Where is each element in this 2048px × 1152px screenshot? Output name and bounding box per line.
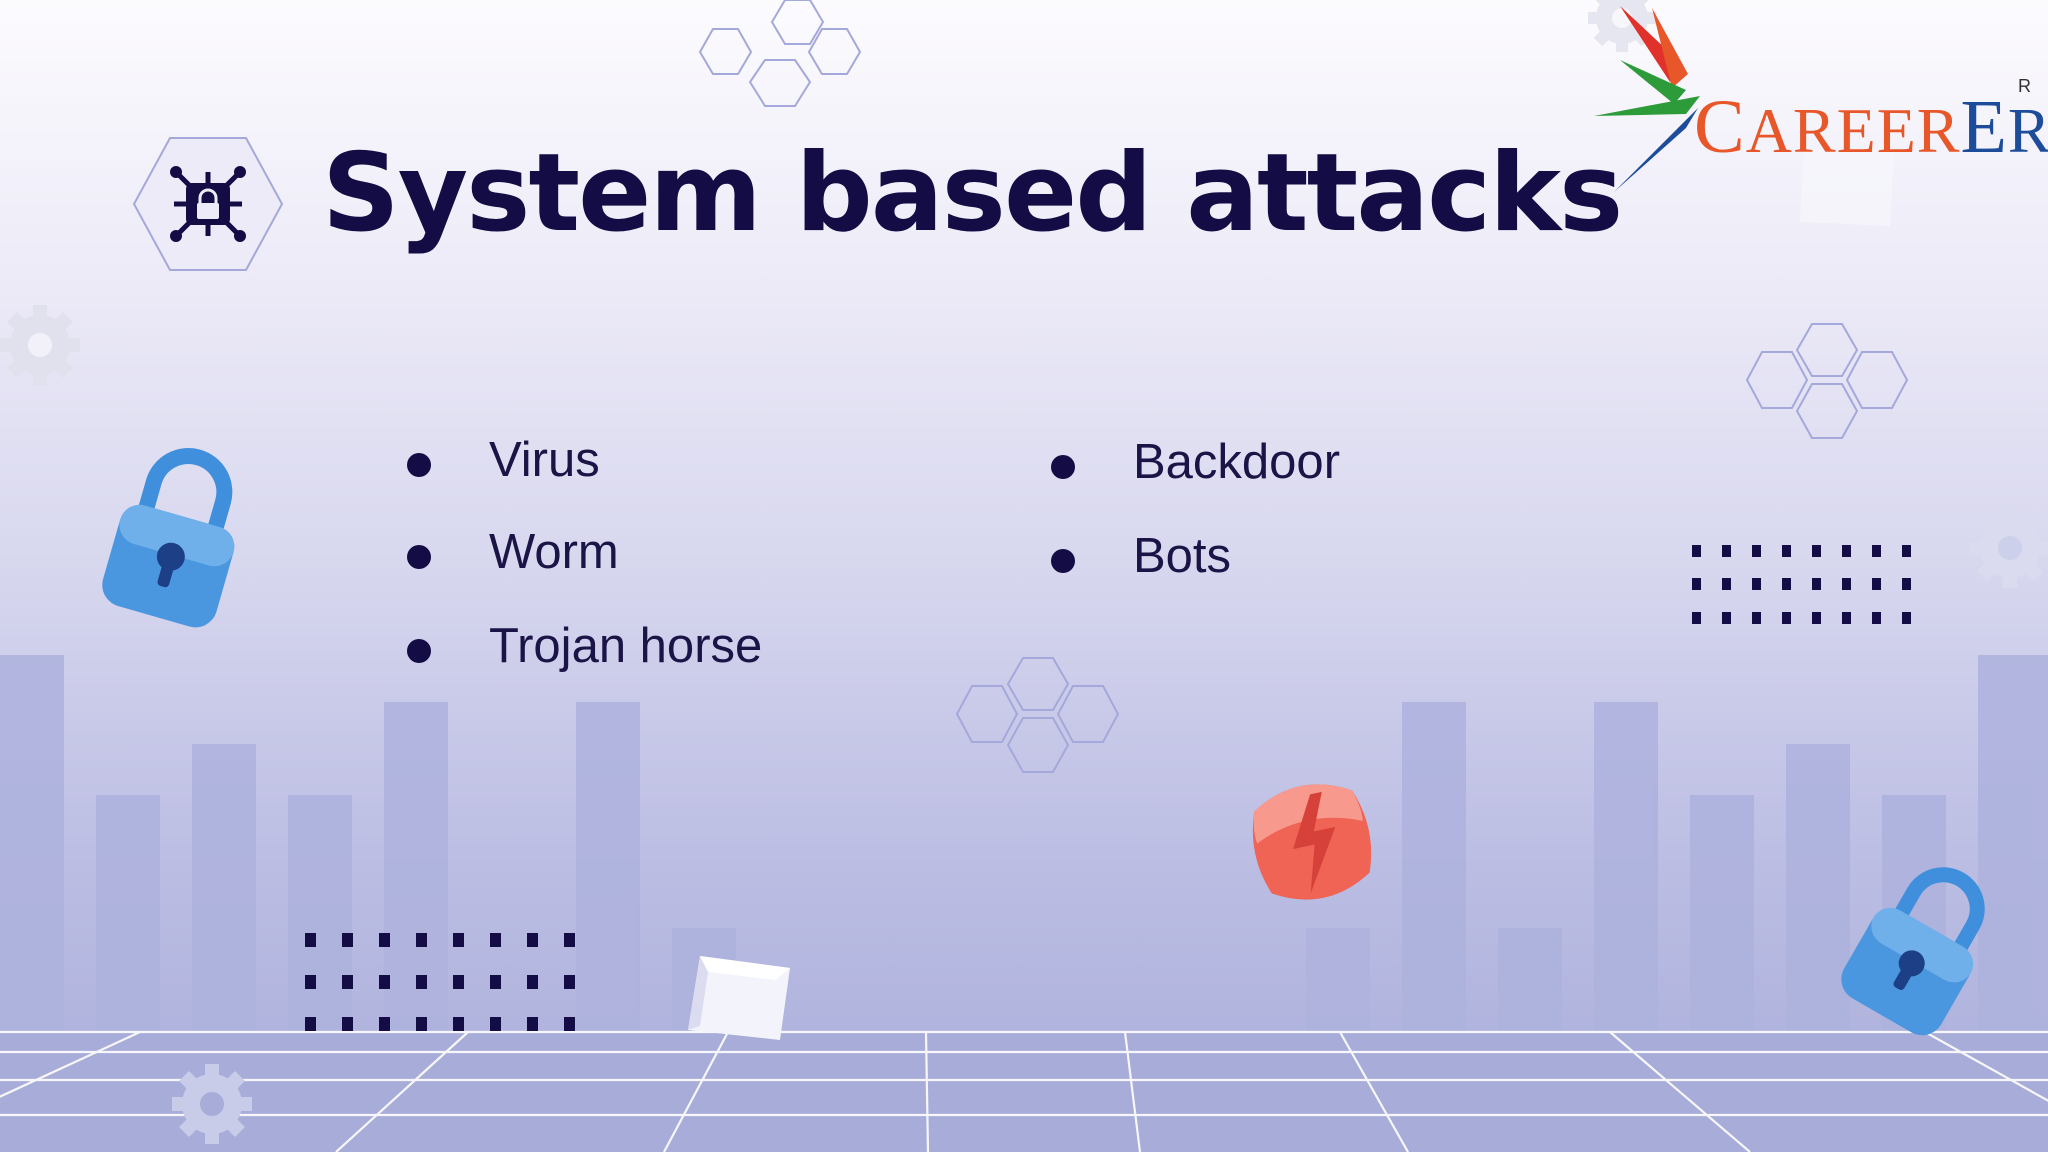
padlock-icon: [102, 448, 235, 628]
secure-chip-icon: [132, 137, 284, 271]
page-title: System based attacks: [322, 131, 1623, 256]
bullet-dot: [407, 453, 431, 477]
logo-star-mark: [1594, 6, 1700, 192]
cube-icon: [688, 956, 790, 1040]
lightning-badge-icon: [1252, 784, 1372, 900]
dot-grid: [305, 933, 575, 1031]
bullet-dot: [1051, 549, 1075, 573]
hexagon-cluster-icon: [1745, 323, 1909, 439]
gear-icon: [172, 1064, 252, 1144]
gear-icon: [1970, 508, 2048, 588]
hexagon-cluster-icon: [955, 657, 1120, 773]
dot-grid: [1692, 545, 1911, 624]
gear-icon: [0, 305, 80, 385]
bullet-dot: [407, 639, 431, 663]
cube-icon: [1800, 150, 1894, 226]
perspective-floor-grid: [0, 1030, 2048, 1152]
logo-wordmark: CAREERERA: [1694, 85, 2048, 169]
hexagon-cluster-icon: [698, 0, 862, 107]
bullet-dot: [1051, 455, 1075, 479]
gear-icon: [1588, 0, 1656, 52]
padlock-icon: [1841, 867, 1985, 1036]
registered-mark: R: [2018, 76, 2031, 96]
bullet-dot: [407, 545, 431, 569]
